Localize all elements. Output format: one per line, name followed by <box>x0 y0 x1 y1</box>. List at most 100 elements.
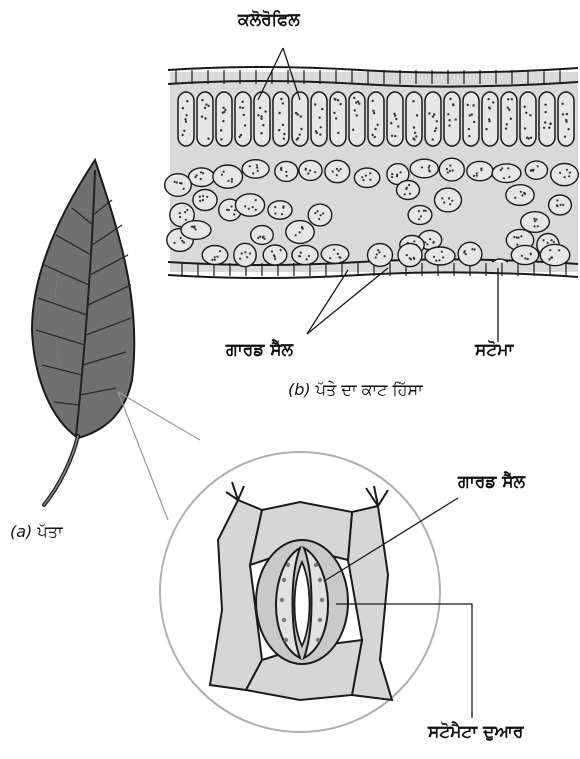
chloroplast <box>285 171 287 173</box>
chloroplast <box>338 256 340 258</box>
chloroplast <box>446 168 448 170</box>
chloroplast <box>530 170 532 172</box>
chloroplast <box>361 176 363 178</box>
chloroplast <box>400 171 402 173</box>
chloroplast <box>530 253 532 255</box>
chloroplast <box>300 115 302 117</box>
chloroplast <box>283 133 285 135</box>
chloroplast <box>463 251 465 253</box>
chloroplast <box>336 168 338 170</box>
chloroplast <box>404 193 406 195</box>
chloroplast <box>214 256 216 258</box>
chloroplast <box>517 237 519 239</box>
spongy-cell <box>165 174 192 197</box>
guard-chloroplast <box>318 578 322 582</box>
chloroplast <box>413 138 415 140</box>
spongy-cell <box>242 160 269 178</box>
chloroplast <box>432 138 434 140</box>
palisade-cell <box>292 92 308 146</box>
chloroplast <box>337 253 339 255</box>
chloroplast <box>451 200 453 202</box>
chloroplast <box>183 188 185 190</box>
chloroplast <box>544 121 546 123</box>
chloroplast <box>321 108 323 110</box>
chloroplast <box>179 212 181 214</box>
chloroplast <box>428 165 430 167</box>
chloroplast <box>441 251 443 253</box>
chloroplast <box>244 124 246 126</box>
chloroplast <box>503 177 505 179</box>
chloroplast <box>220 138 222 140</box>
chloroplast <box>511 98 513 100</box>
chloroplast <box>468 128 470 130</box>
chloroplast <box>507 107 509 109</box>
chloroplast <box>565 119 567 121</box>
chloroplast <box>309 170 311 172</box>
chloroplast <box>184 211 186 213</box>
chloroplast <box>397 125 399 127</box>
chloroplast <box>520 235 522 237</box>
chloroplast <box>174 181 176 183</box>
chloroplast <box>532 169 534 171</box>
chloroplast <box>474 248 476 250</box>
chloroplast <box>548 127 550 129</box>
chloroplast <box>202 195 204 197</box>
chloroplast <box>252 206 254 208</box>
chloroplast <box>173 242 175 244</box>
guard-chloroplast <box>320 598 324 602</box>
chloroplast <box>423 210 425 212</box>
chloroplast <box>534 225 536 227</box>
caption-a-text: ਪੱਤਾ <box>37 522 62 541</box>
chloroplast <box>305 169 307 171</box>
chloroplast <box>244 205 246 207</box>
chloroplast <box>306 258 308 260</box>
zoom-connector-top <box>118 392 200 440</box>
chloroplast <box>202 199 204 201</box>
chloroplast <box>329 257 331 259</box>
chloroplast <box>314 171 316 173</box>
chloroplast <box>365 175 367 177</box>
chloroplast <box>547 242 549 244</box>
chloroplast <box>353 97 355 99</box>
chloroplast <box>506 123 508 125</box>
leaf-petiole <box>44 436 78 505</box>
chloroplast <box>191 226 193 228</box>
chloroplast <box>524 257 526 259</box>
spongy-cell <box>397 181 420 200</box>
chloroplast <box>527 258 529 260</box>
chloroplast <box>252 172 254 174</box>
spongy-cell <box>292 245 318 264</box>
chloroplast <box>567 128 569 130</box>
chloroplast <box>243 114 245 116</box>
caption-b-prefix: (b) <box>288 380 311 399</box>
chloroplast <box>507 167 509 169</box>
chloroplast <box>476 172 478 174</box>
chloroplast <box>231 205 233 207</box>
chloroplast <box>242 107 244 109</box>
chloroplast <box>550 122 552 124</box>
chloroplast <box>332 170 334 172</box>
label-stoma: ਸਟੋਮਾ <box>475 340 513 360</box>
chloroplast <box>415 135 417 137</box>
spongy-cell <box>398 243 422 266</box>
chloroplast <box>564 176 566 178</box>
chloroplast <box>319 117 321 119</box>
chloroplast <box>320 214 322 216</box>
chloroplast <box>449 164 451 166</box>
chloroplast <box>406 254 408 256</box>
chloroplast <box>182 107 184 109</box>
chloroplast <box>433 256 435 258</box>
chloroplast <box>544 104 546 106</box>
chloroplast <box>181 182 183 184</box>
chloroplast <box>556 199 558 201</box>
spongy-cell <box>540 244 570 265</box>
chloroplast <box>384 255 386 257</box>
chloroplast <box>413 257 415 259</box>
palisade-cell <box>463 92 479 146</box>
palisade-cell <box>368 92 384 146</box>
chloroplast <box>181 240 183 242</box>
chloroplast <box>185 219 187 221</box>
chloroplast <box>562 113 564 115</box>
chloroplast <box>480 169 482 171</box>
guard-chloroplast <box>282 578 286 582</box>
